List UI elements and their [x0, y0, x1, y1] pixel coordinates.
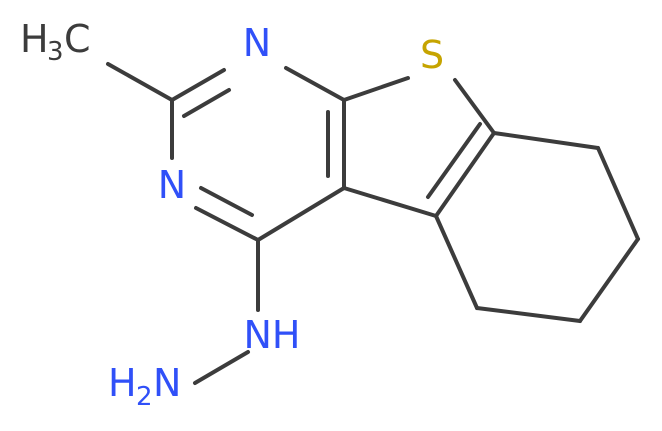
bond-n3-c4-inner: [199, 186, 254, 217]
bond-c7a-s: [342, 76, 410, 102]
bond-n3-c4: [194, 206, 260, 242]
bond-c8-c7: [596, 146, 640, 241]
bond-c6-c5: [475, 306, 582, 323]
amine-h-label: H: [108, 361, 137, 405]
bond-n1-c7a: [284, 66, 346, 102]
bond-c8a-c8: [492, 131, 600, 150]
atom-n1-label: N: [243, 21, 271, 65]
amine-subscript: 2: [136, 382, 153, 412]
atom-nh-label: NH: [244, 313, 301, 357]
atom-n3-label: N: [158, 163, 186, 207]
methyl-subscript: 3: [47, 37, 64, 67]
bond-c2-n1-inner: [182, 88, 231, 118]
bond-c8a-c4b-inner: [426, 122, 482, 199]
bond-c5-c4b: [434, 214, 479, 310]
amine-n-label: N: [153, 361, 181, 405]
bond-c4b-c4a: [342, 186, 438, 218]
bond-c2-n1: [170, 68, 226, 102]
methyl-label: H 3 C: [20, 17, 91, 67]
bond-c7-c6: [578, 237, 640, 323]
bond-methyl: [106, 62, 174, 102]
bond-group: [106, 62, 640, 385]
amine-label: H 2 N: [108, 361, 181, 412]
bond-nh-nh2: [193, 350, 250, 385]
methyl-h-label: H: [20, 17, 49, 61]
bond-s-c8a: [453, 78, 496, 135]
bond-c8a-c4b: [434, 131, 496, 218]
methyl-c-label: C: [64, 17, 91, 61]
atom-s-label: S: [420, 33, 444, 77]
bond-c4-c4a: [256, 186, 346, 242]
